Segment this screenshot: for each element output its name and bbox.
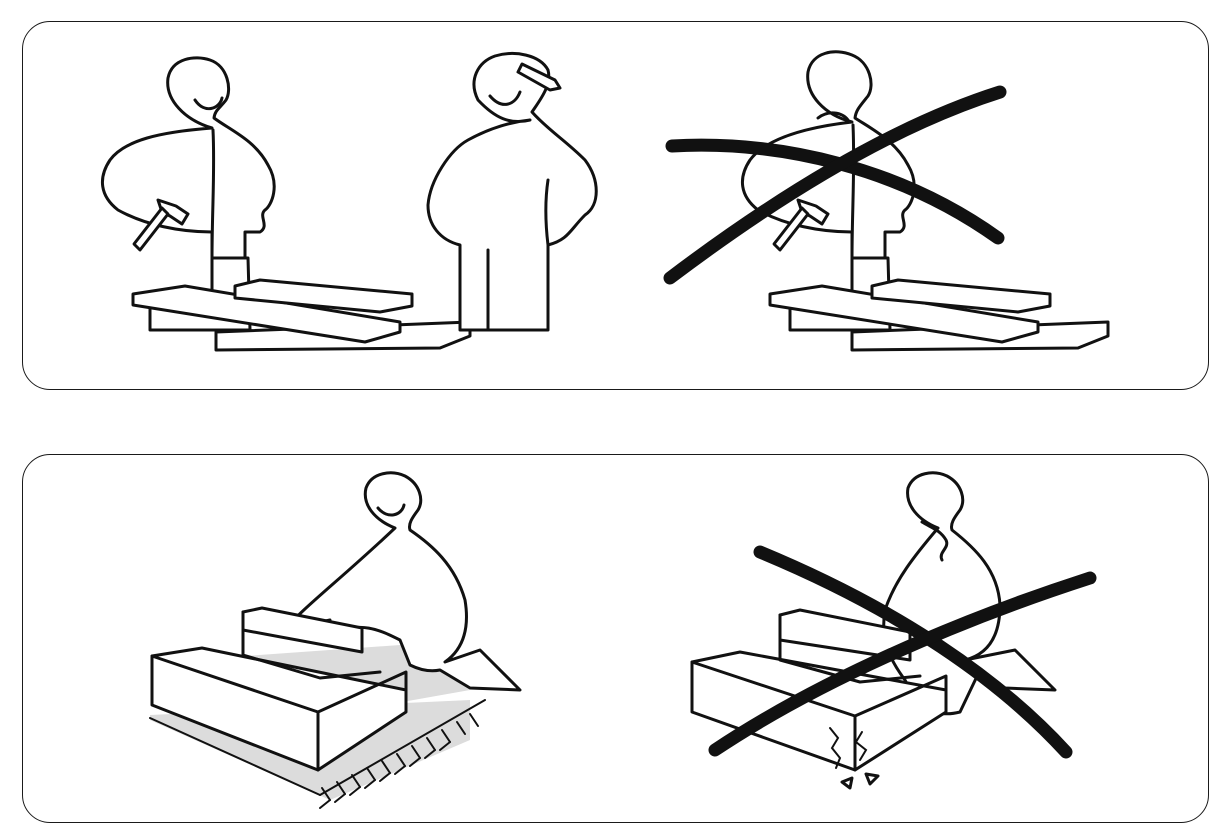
crack-icon — [829, 727, 880, 790]
box-frame-on-hard-floor — [690, 608, 948, 772]
pencil-icon — [516, 62, 562, 92]
cross-out-icon — [708, 545, 1097, 759]
hammer-icon — [772, 198, 830, 252]
boards-pile — [131, 278, 472, 352]
person-with-pencil — [426, 52, 598, 332]
hammer-icon — [132, 198, 190, 252]
box-frame-on-rug — [150, 606, 408, 772]
boards-pile — [768, 278, 1110, 352]
cross-out-icon — [663, 85, 1007, 285]
floor-protection-instruction-panel — [22, 454, 1209, 823]
